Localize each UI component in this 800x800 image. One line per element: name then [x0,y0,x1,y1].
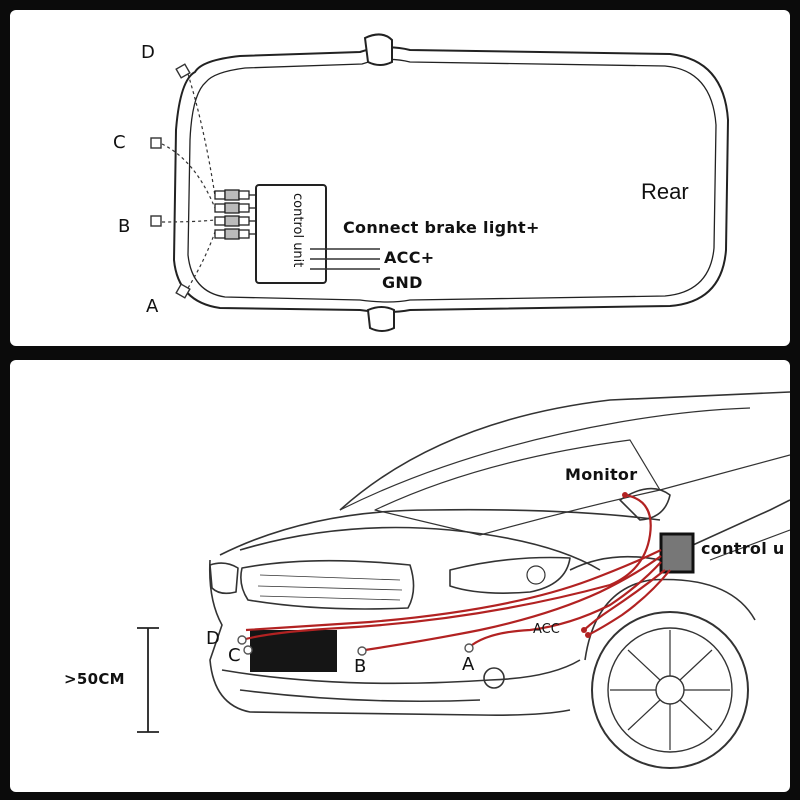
monitor-label: Monitor [565,465,638,484]
sensor-a-mount [175,283,191,299]
windshield [374,439,661,536]
front-view-diagram: Monitor control u ACC >50CM D C B A [10,360,790,792]
side-mirror [619,487,671,521]
sensor-a-label-bottom: A [462,654,475,675]
sensor-a-label: A [146,296,159,317]
acc-wire-label: ACC+ [384,248,435,267]
control-unit-label-bottom: control u [701,539,785,558]
sensor-cables [161,73,216,289]
sensor-d-label-bottom: D [206,628,220,649]
height-label: >50CM [64,670,125,688]
brake-light-wire-label: Connect brake light+ [343,218,540,237]
connector-plugs [214,189,256,240]
headlight [449,556,571,594]
mirror-top [363,33,393,66]
monitor-cable [241,493,652,642]
top-view-diagram: D C B A Rear control unit Connect brake … [10,10,790,346]
sensor-b-label-bottom: B [354,656,367,677]
sensor-c-mount [150,137,162,149]
sensor-d-mount-bottom [237,635,247,645]
sensor-b-mount-bottom [357,646,367,656]
red-wiring [241,493,671,652]
mirror-bottom [366,306,395,332]
grille [240,559,415,610]
fog-lamp [483,667,505,689]
front-fascia [208,559,571,716]
sensor-c-label-bottom: C [228,645,241,666]
sensor-d-label: D [141,42,155,63]
control-unit-label: control unit [290,193,305,268]
rear-label: Rear [641,179,689,204]
gnd-wire-label: GND [382,273,423,292]
hood-line [219,508,661,556]
output-wires [310,248,380,270]
control-unit-box [255,184,327,284]
license-plate [250,630,337,672]
acc-label: ACC [533,622,560,637]
roof-line [339,391,790,511]
wire-endpoints [581,492,628,638]
control-unit-box-bottom [659,532,695,574]
car-perspective-drawing [137,391,790,769]
sensor-a-mount-bottom [464,643,474,653]
sensor-c-label: C [113,132,126,153]
sensor-b-label: B [118,216,131,237]
height-dimension [137,627,159,733]
sensor-d-mount [175,63,191,79]
car-top-view-outline [150,33,730,332]
front-wheel [591,611,749,769]
sensor-b-mount [150,215,162,227]
sensor-c-mount-bottom [243,645,253,655]
